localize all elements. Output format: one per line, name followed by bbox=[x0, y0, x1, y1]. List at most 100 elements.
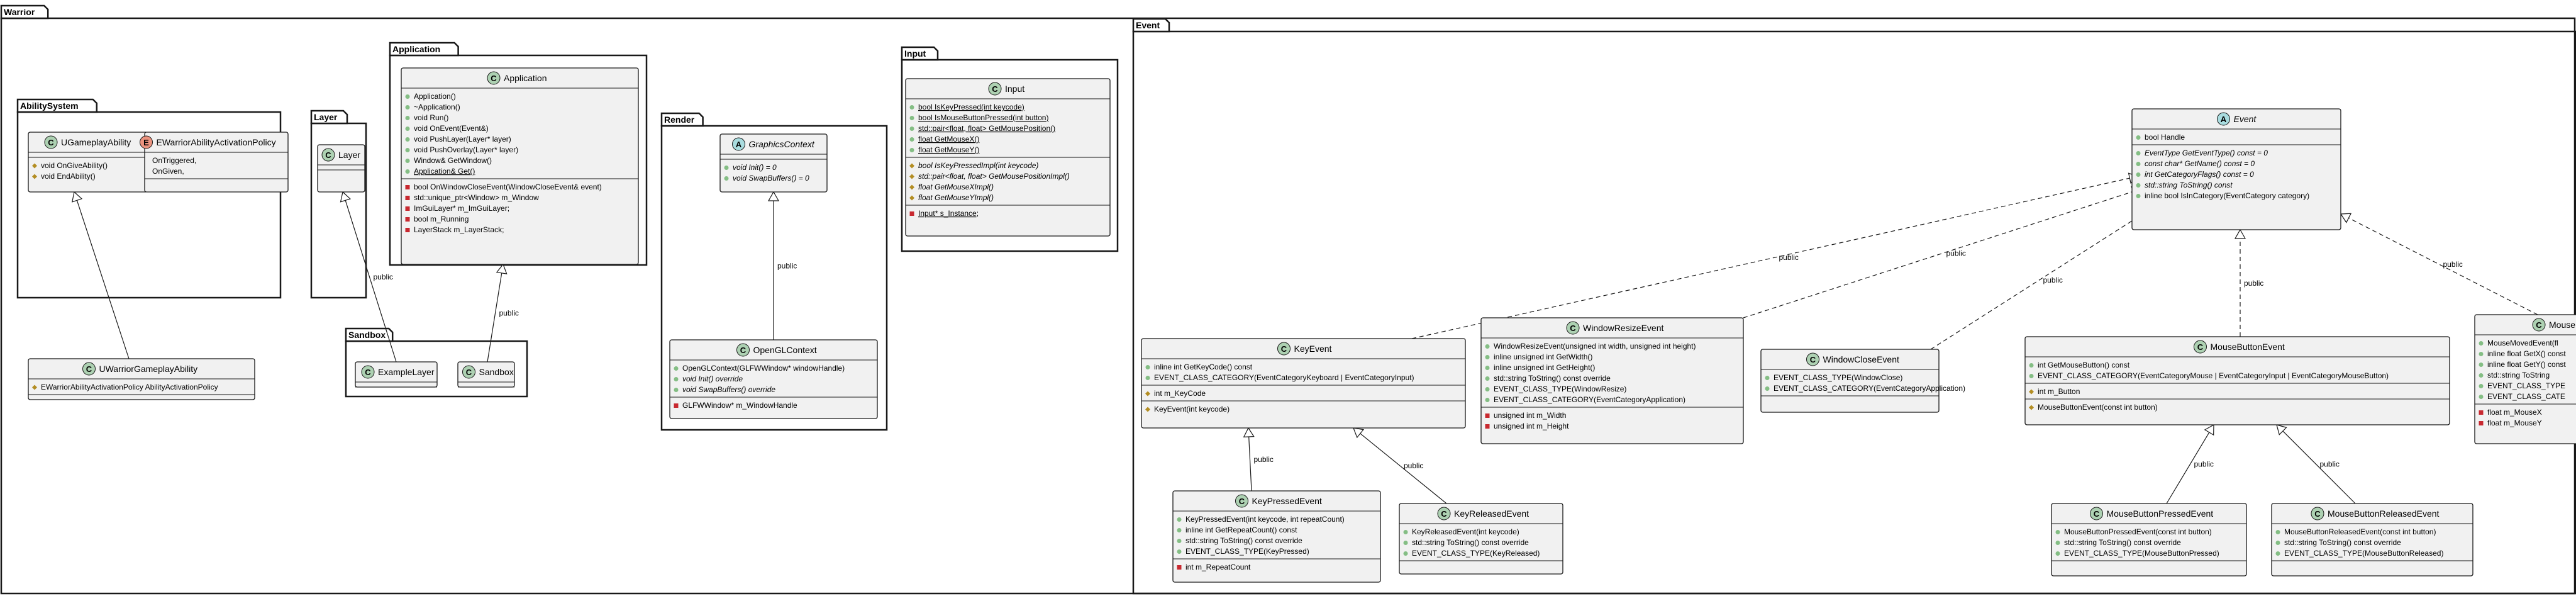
member-text: int m_Button bbox=[2038, 387, 2080, 396]
member-text: EVENT_CLASS_TYPE(KeyPressed) bbox=[1185, 547, 1309, 556]
public-marker bbox=[2136, 172, 2141, 177]
class-name: ExampleLayer bbox=[378, 367, 435, 377]
member-text: void SwapBuffers() override bbox=[682, 385, 775, 394]
inheritance-arrowhead bbox=[2340, 213, 2352, 223]
member-text: std::unique_ptr<Window> m_Window bbox=[414, 193, 539, 202]
relation-label: public bbox=[2443, 260, 2463, 269]
public-marker bbox=[405, 94, 410, 99]
member-text: EVENT_CLASS_TYPE(MouseButtonPressed) bbox=[2064, 549, 2219, 558]
public-marker bbox=[674, 388, 679, 392]
public-marker bbox=[1177, 549, 1182, 554]
package-frame bbox=[345, 340, 528, 398]
protected-marker bbox=[1145, 407, 1150, 412]
relation-label: public bbox=[2194, 460, 2214, 469]
package-name: Render bbox=[664, 115, 695, 125]
class-name: MouseButtonPressedEvent bbox=[2107, 509, 2214, 519]
member-text: EVENT_CLASS_CATEGORY(EventCategoryApplic… bbox=[1774, 384, 1965, 393]
member-text: LayerStack m_LayerStack; bbox=[414, 225, 504, 234]
member-text: WindowResizeEvent(unsigned int width, un… bbox=[1494, 342, 1696, 351]
stereotype-icon bbox=[2090, 507, 2103, 520]
package-name: Application bbox=[392, 44, 440, 54]
member-text: GLFWWindow* m_WindowHandle bbox=[682, 401, 797, 410]
public-marker bbox=[1145, 365, 1150, 369]
member-text: MouseButtonReleasedEvent(const int butto… bbox=[2284, 527, 2436, 536]
package-name: Input bbox=[904, 48, 926, 59]
member-text: Application() bbox=[414, 92, 456, 101]
private-marker bbox=[1177, 565, 1182, 570]
stereotype-letter: C bbox=[2197, 342, 2204, 352]
private-marker bbox=[405, 228, 410, 232]
stereotype-letter: C bbox=[2314, 509, 2321, 519]
member-text: float GetMouseY() bbox=[918, 145, 979, 154]
member-text: unsigned int m_Height bbox=[1494, 422, 1569, 430]
stereotype-letter: C bbox=[992, 84, 998, 94]
package-tab bbox=[389, 42, 459, 57]
member-text: std::string ToString() const override bbox=[1185, 536, 1302, 545]
relation-line bbox=[2282, 430, 2356, 504]
member-text: bool m_Running bbox=[414, 215, 469, 223]
relation-line bbox=[345, 200, 397, 363]
inheritance-arrowhead bbox=[1243, 427, 1255, 438]
member-text: bool IsKeyPressedImpl(int keycode) bbox=[918, 161, 1038, 170]
private-marker bbox=[674, 403, 679, 408]
stereotype-letter: C bbox=[740, 346, 747, 355]
package-name: Layer bbox=[314, 112, 338, 122]
class-mouse-button-pressed-event[interactable]: C MouseButtonPressedEventMouseButtonPress… bbox=[2051, 503, 2247, 576]
member-text: EVENT_CLASS_TYPE(MouseButtonReleased) bbox=[2284, 549, 2443, 558]
package-event: Event bbox=[1132, 18, 2576, 595]
private-marker bbox=[909, 211, 914, 216]
package-tab bbox=[901, 46, 939, 61]
stereotype-icon bbox=[1566, 321, 1580, 335]
member-text: float GetMouseXImpl() bbox=[918, 183, 994, 191]
public-marker bbox=[909, 116, 914, 120]
public-marker bbox=[2029, 363, 2034, 368]
member-text: MouseButtonPressedEvent(const int button… bbox=[2064, 527, 2212, 536]
stereotype-icon bbox=[321, 148, 335, 162]
member-text: void EndAbility() bbox=[41, 172, 96, 181]
package-frame bbox=[660, 125, 888, 431]
public-marker bbox=[724, 166, 729, 170]
relation-label: public bbox=[1404, 461, 1423, 470]
package-tab bbox=[16, 98, 98, 113]
stereotype-icon bbox=[140, 135, 153, 149]
class-name: Sandbox bbox=[479, 367, 514, 377]
stereotype-icon bbox=[82, 362, 96, 376]
relation-uwarrior-gameplay-ability-to-ugameplay-ability bbox=[71, 191, 130, 359]
relation-line bbox=[1411, 177, 2130, 339]
stereotype-letter: C bbox=[2094, 509, 2100, 519]
member-text: float m_MouseY bbox=[2487, 419, 2542, 427]
relation-label: public bbox=[374, 273, 393, 281]
stereotype-letter: A bbox=[2221, 115, 2227, 124]
member-text: EVENT_CLASS_TYPE(WindowResize) bbox=[1494, 385, 1626, 393]
public-marker bbox=[2136, 183, 2141, 188]
private-marker bbox=[2479, 410, 2484, 415]
relation-open-glcontext-to-graphics-context: public bbox=[767, 191, 797, 340]
package-application: Application bbox=[389, 42, 648, 266]
class-mouse-moved-event[interactable]: CMouseMovedEventMouseMovedEvent(flinline… bbox=[2474, 314, 2576, 444]
private-marker bbox=[405, 217, 410, 222]
class-name: KeyPressedEvent bbox=[1252, 496, 1322, 506]
relation-line bbox=[1930, 215, 2141, 350]
public-marker bbox=[1403, 551, 1408, 556]
public-marker bbox=[2275, 530, 2280, 534]
member-text: EVENT_CLASS_CATE bbox=[2487, 392, 2565, 401]
